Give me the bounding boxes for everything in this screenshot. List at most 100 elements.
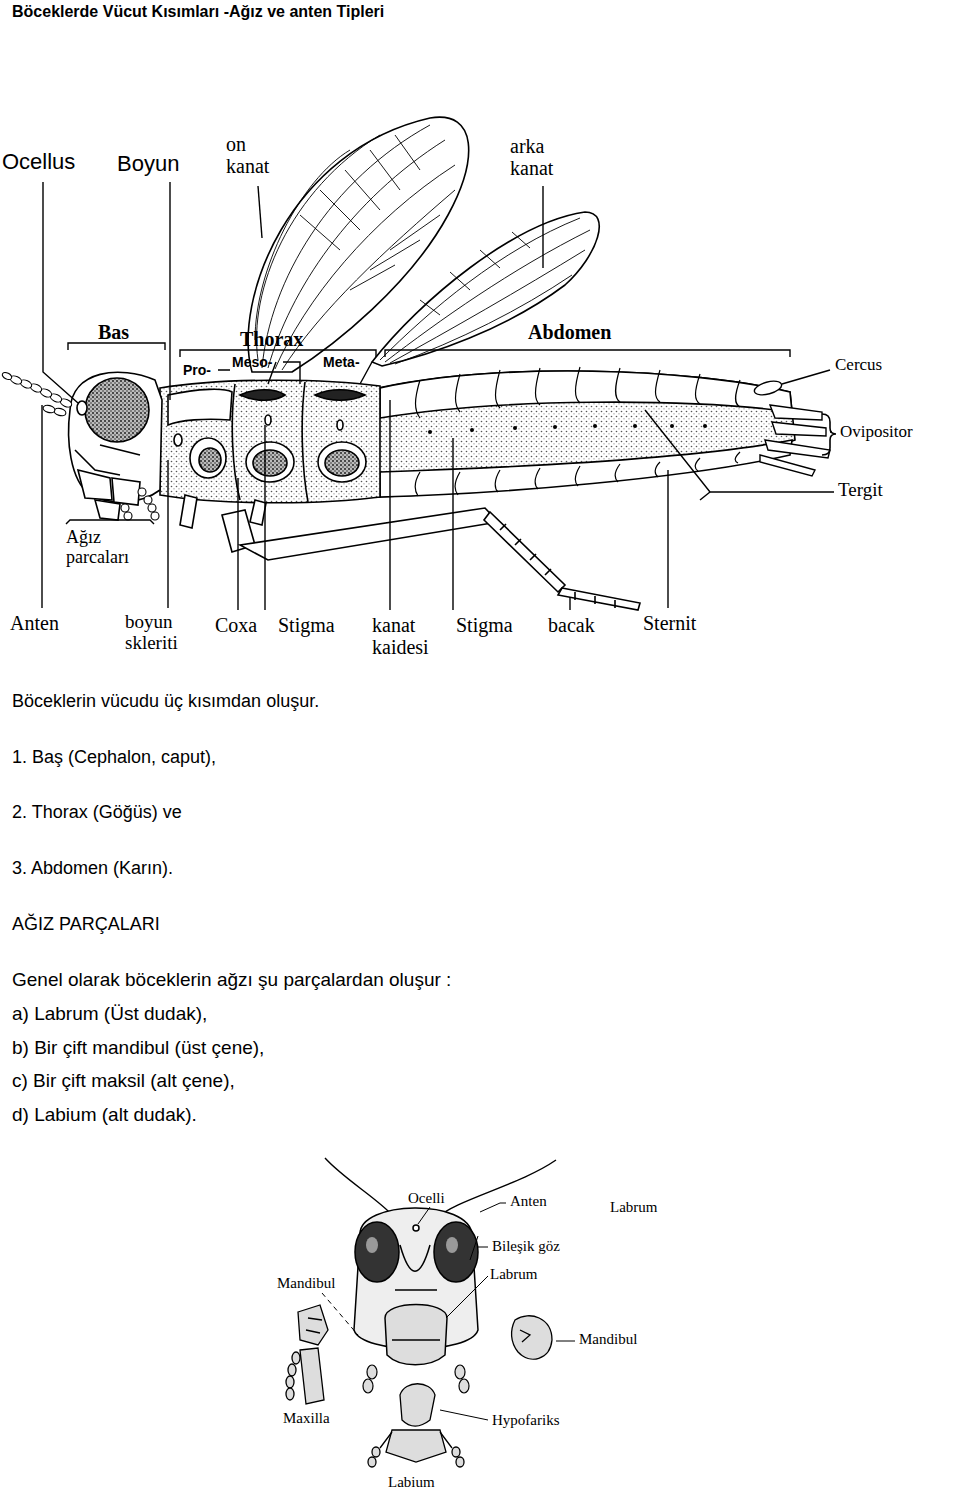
thorax-body (325, 450, 359, 476)
head (138, 488, 146, 496)
thorax-body (253, 450, 287, 476)
fore-wing (255, 150, 350, 340)
frontal-head (395, 1245, 437, 1290)
body-text: b) Bir çift mandibul (üst çene), (12, 1038, 264, 1059)
part-label: Sternit (643, 612, 696, 634)
legs (180, 495, 640, 610)
leader-lines (385, 350, 790, 357)
thorax-body (337, 420, 343, 430)
legs (180, 495, 197, 528)
palps (455, 1365, 465, 1379)
segment-label: Pro- (183, 363, 211, 378)
part-label: Labium (388, 1474, 435, 1491)
abdomen-body (703, 424, 707, 428)
mouthpart-leaders (470, 1236, 478, 1260)
cercus-ovipositor (753, 379, 830, 476)
part-label: Ovipositor (840, 423, 913, 442)
leader-lines (66, 520, 154, 524)
antenna (53, 407, 66, 417)
mouthpart-leaders (446, 1276, 488, 1318)
legs (558, 588, 640, 610)
region-label: Thorax (240, 328, 303, 350)
leader-lines (667, 470, 668, 608)
abdomen-body (415, 367, 740, 496)
hypofariks (400, 1384, 435, 1426)
hypofariks (400, 1384, 435, 1426)
abdomen-body (416, 367, 741, 418)
body-text: a) Labrum (Üst dudak), (12, 1004, 207, 1025)
leader-lines (258, 186, 262, 238)
head (78, 470, 140, 520)
labium (368, 1430, 464, 1467)
fore-wing (350, 215, 440, 290)
thorax-body (240, 390, 365, 401)
part-label: Stigma (456, 614, 513, 636)
mouthpart-leaders (478, 1247, 488, 1248)
legs (484, 512, 565, 592)
frontal-head (446, 1237, 458, 1253)
ovipositor-brace (822, 414, 836, 455)
frontal-antenna (325, 1158, 395, 1218)
leader-lines (782, 370, 830, 384)
leader-lines (68, 343, 165, 350)
abdomen-body (378, 367, 795, 497)
leader-lines (42, 182, 834, 610)
part-label: on kanat (226, 133, 269, 177)
cercus-ovipositor (760, 455, 815, 476)
part-label: Mandibul (579, 1331, 637, 1348)
mouthpart-leaders (322, 1293, 358, 1335)
part-label: Bileşik göz (492, 1238, 560, 1255)
mandibul-right (520, 1330, 530, 1342)
palps (363, 1379, 373, 1393)
head (77, 401, 87, 415)
frontal-antenna (437, 1160, 556, 1218)
abdomen-body (380, 371, 792, 418)
head (151, 512, 159, 520)
abdomen-body (428, 430, 432, 434)
part-label: boyun skleriti (125, 612, 178, 654)
mouthpart-leaders (418, 1207, 430, 1224)
leader-lines (41, 405, 42, 608)
leader-lines (452, 438, 453, 610)
thorax-body (318, 442, 366, 482)
part-label: Ağız parcaları (66, 528, 129, 568)
part-label: Mandibul (277, 1275, 335, 1292)
mouthpart-leaders (480, 1203, 506, 1212)
mouthpart-leaders (322, 1203, 575, 1420)
leader-lines (169, 182, 170, 400)
part-label: Maxilla (283, 1410, 330, 1427)
leader-lines (167, 460, 168, 608)
hind-wing (420, 232, 530, 315)
part-label: arka kanat (510, 135, 553, 179)
head (121, 488, 159, 520)
abdomen-body (378, 371, 795, 497)
maxilla (286, 1388, 294, 1400)
thorax-body (160, 380, 380, 503)
legs (250, 500, 266, 525)
mandibul-left (298, 1305, 328, 1345)
region-label: Bas (98, 321, 129, 343)
antenna (1, 371, 13, 381)
head (85, 378, 149, 442)
head (112, 478, 140, 505)
mandibul-right (512, 1316, 552, 1359)
frontal-head (354, 1208, 478, 1365)
body-text: Genel olarak böceklerin ağzı şu parçalar… (12, 970, 451, 991)
body-text: 2. Thorax (Göğüs) ve (12, 803, 182, 823)
part-label: Ocelli (408, 1190, 445, 1207)
maxilla (286, 1376, 294, 1388)
abdomen-body (415, 452, 740, 496)
thorax-body (240, 390, 285, 401)
abdomen-body (513, 426, 517, 430)
mouthpart-leaders (440, 1410, 488, 1420)
frontal-head (434, 1222, 478, 1282)
thorax-body (190, 438, 226, 478)
palps (367, 1365, 377, 1379)
mouthpart-leaders (556, 1341, 575, 1342)
mandibul-right (512, 1316, 552, 1359)
fore-wing (300, 135, 420, 250)
head (124, 512, 132, 520)
part-label: Labrum (490, 1266, 537, 1283)
thorax-body (174, 434, 182, 446)
abdomen-body (633, 424, 637, 428)
